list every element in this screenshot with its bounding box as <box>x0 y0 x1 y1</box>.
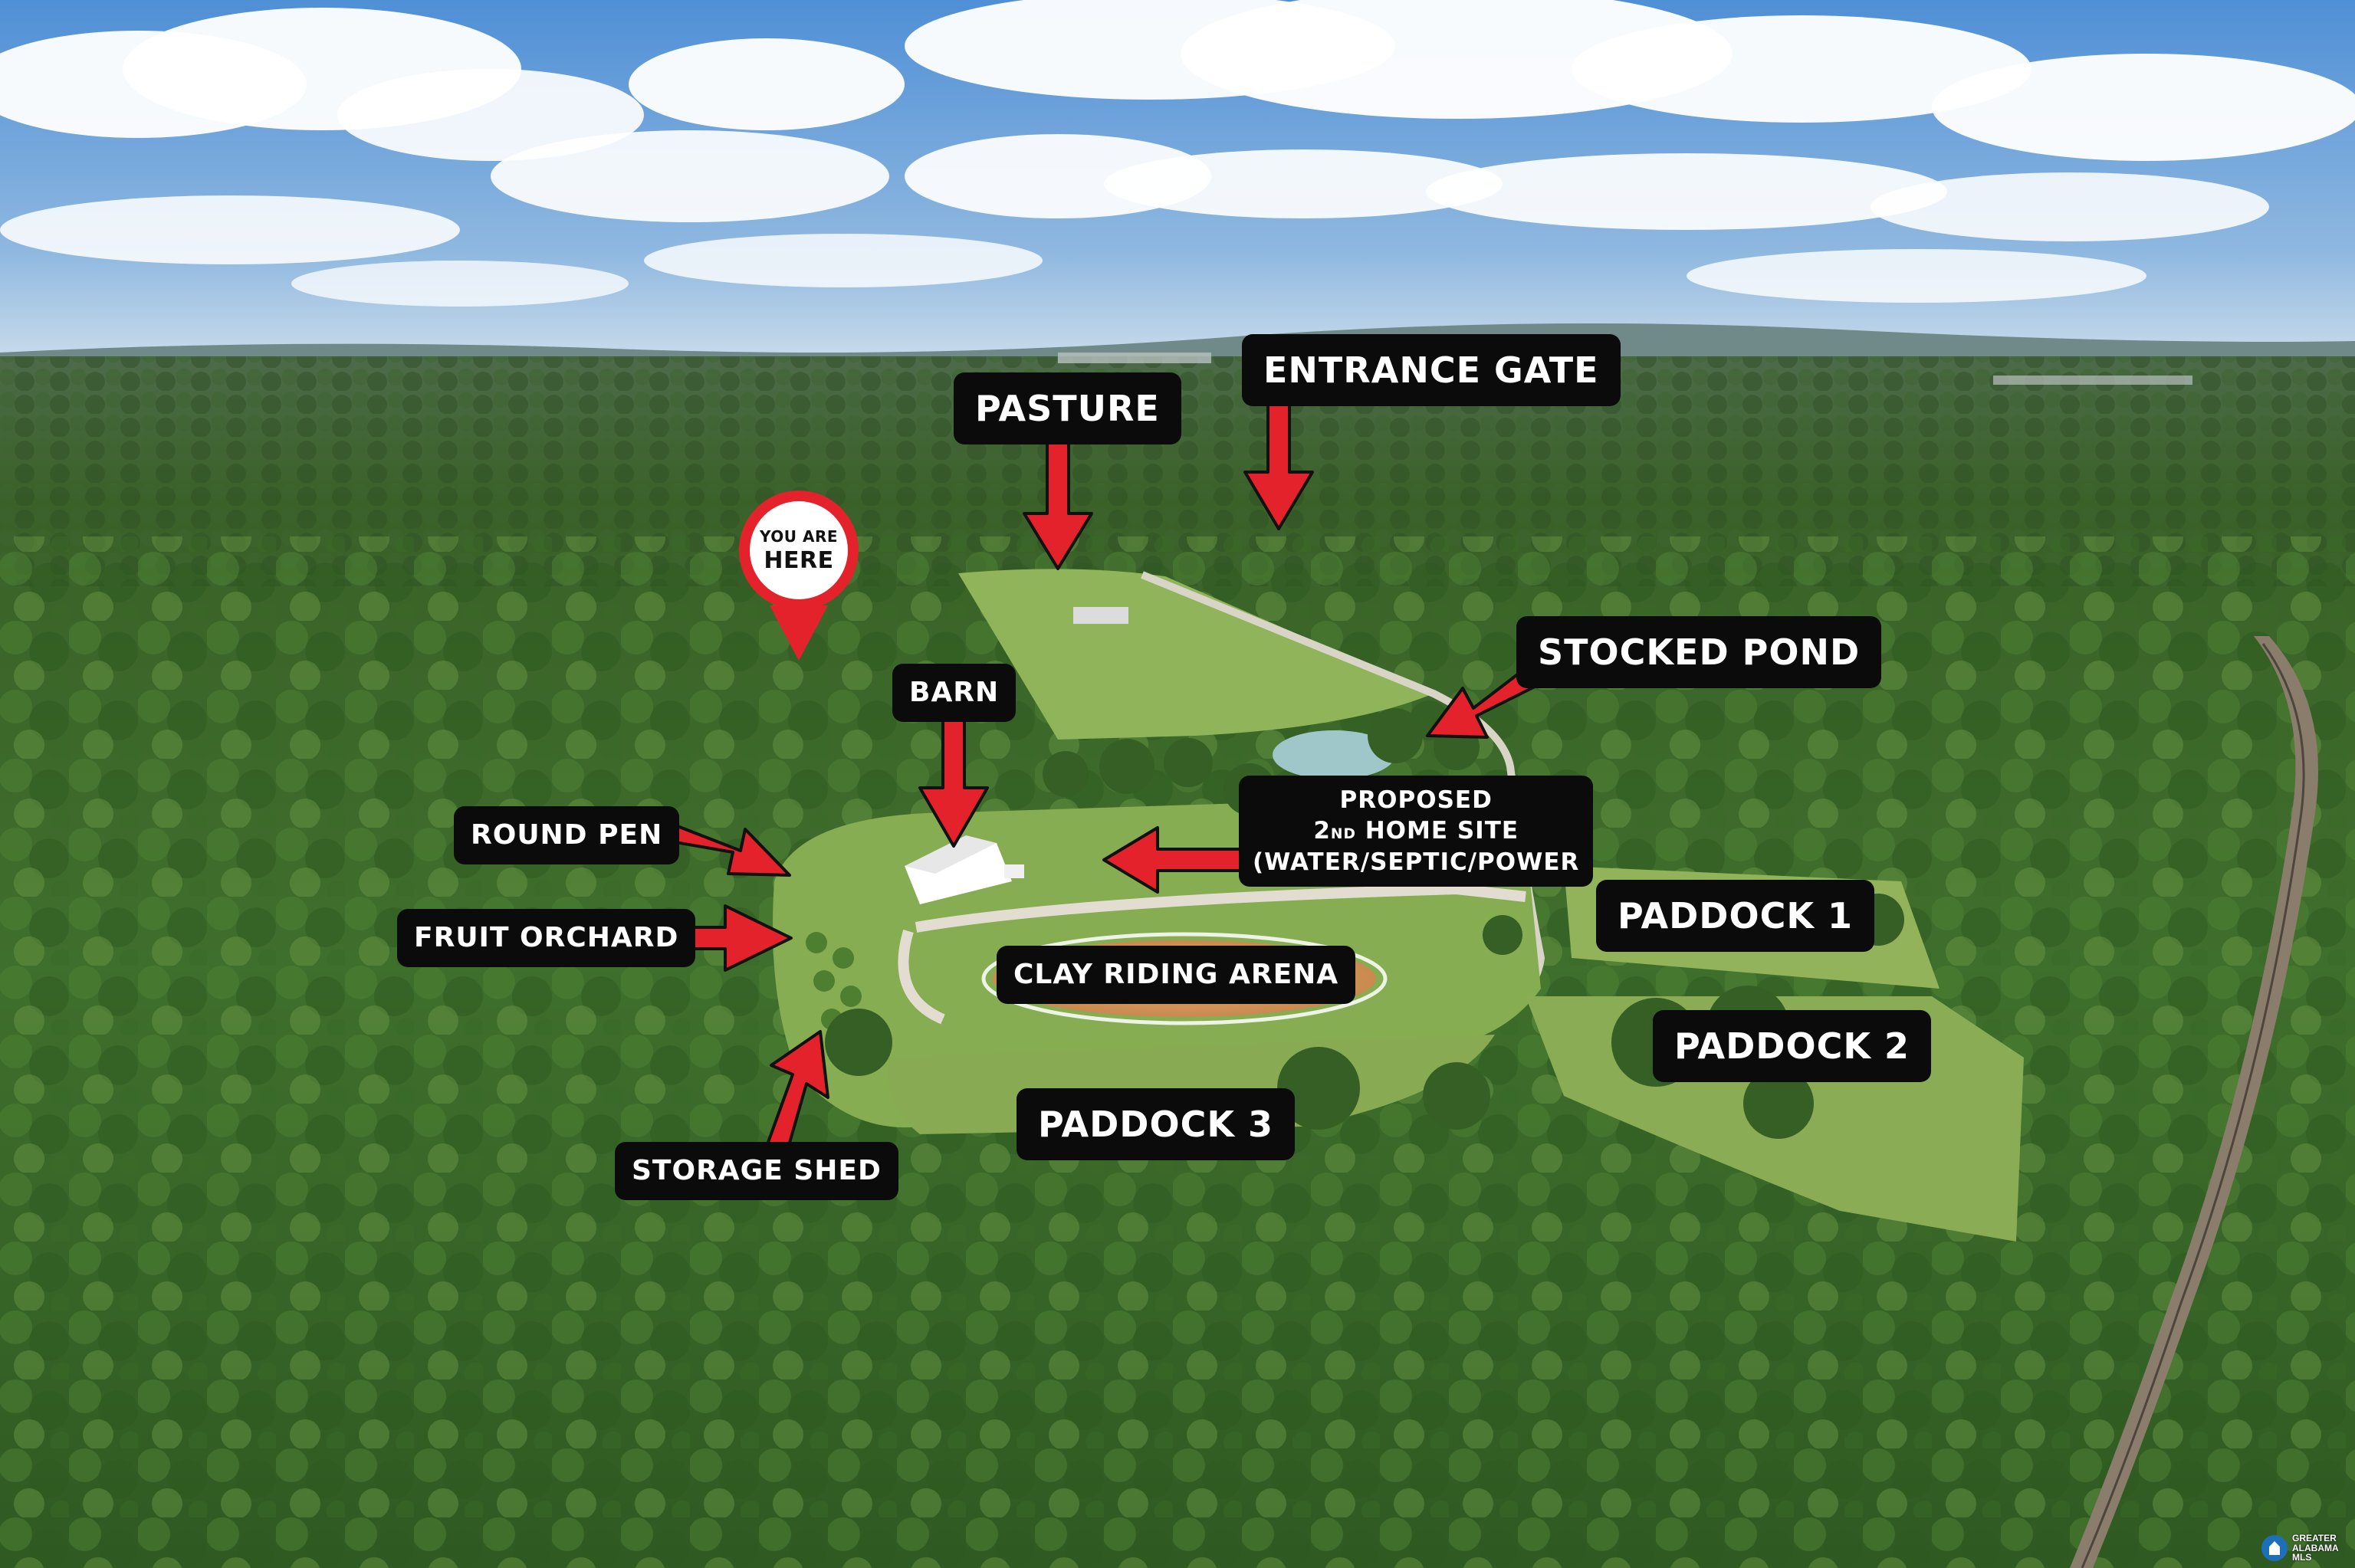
home-site-ordinal-suffix: ND <box>1330 826 1356 843</box>
watermark-line-2: ALABAMA <box>2292 1542 2339 1553</box>
mls-watermark: GREATER ALABAMA MLS <box>2261 1531 2339 1565</box>
pasture-shelter <box>1073 607 1128 624</box>
distant-town <box>1058 353 1211 363</box>
entrance-gate-arrow <box>1243 399 1314 530</box>
marker-inner: YOU ARE HERE <box>750 501 848 599</box>
pond <box>1273 730 1395 779</box>
entrance-gate-label: ENTRANCE GATE <box>1242 334 1621 406</box>
home-site-arrow <box>1102 826 1243 894</box>
pasture-arrow <box>1023 437 1093 570</box>
barn-arrow <box>918 713 989 848</box>
marker-line-1: YOU ARE <box>759 526 838 546</box>
paddock-3-label: PADDOCK 3 <box>1017 1088 1295 1160</box>
paddock-2-label: PADDOCK 2 <box>1653 1010 1931 1082</box>
paddock-1-label: PADDOCK 1 <box>1596 880 1874 952</box>
stocked-pond-label: STOCKED POND <box>1516 616 1882 688</box>
marker-line-2: HERE <box>764 546 834 574</box>
clay-riding-arena-label: CLAY RIDING ARENA <box>997 946 1356 1004</box>
loop-drive-west <box>898 930 945 1025</box>
marker-pointer <box>770 605 828 661</box>
you-are-here-marker: YOU ARE HERE <box>739 490 859 668</box>
storage-shed-label: STORAGE SHED <box>615 1142 898 1200</box>
home-site-line-2: 2ND HOME SITE <box>1253 815 1579 846</box>
stocked-pond-arrow <box>1426 667 1536 739</box>
home-site-text: HOME SITE <box>1355 817 1519 845</box>
loop-drive <box>915 883 1526 933</box>
watermark-line-3: MLS <box>2292 1552 2312 1563</box>
home-site-line-1: PROPOSED <box>1339 786 1493 814</box>
clouds <box>0 0 2355 307</box>
railroad-track <box>2070 636 2318 1568</box>
house-logo-icon <box>2261 1535 2288 1561</box>
round-pen-label: ROUND PEN <box>454 806 680 864</box>
pasture-label: PASTURE <box>954 372 1181 444</box>
annotation-arrows <box>635 399 1536 1160</box>
barn-building <box>905 835 1024 904</box>
barn-label: BARN <box>892 664 1017 722</box>
home-site-line-3: (WATER/SEPTIC/POWER <box>1253 848 1580 876</box>
watermark-line-1: GREATER <box>2292 1533 2337 1544</box>
proposed-home-site-label: PROPOSED 2ND HOME SITE (WATER/SEPTIC/POW… <box>1239 776 1594 887</box>
home-site-ordinal: 2 <box>1313 817 1331 845</box>
distant-town-right <box>1993 376 2192 385</box>
mls-watermark-text: GREATER ALABAMA MLS <box>2292 1534 2339 1563</box>
railroad-rail <box>2081 643 2305 1568</box>
fruit-orchard-label: FRUIT ORCHARD <box>397 909 696 967</box>
arena-fence <box>981 932 1388 1025</box>
